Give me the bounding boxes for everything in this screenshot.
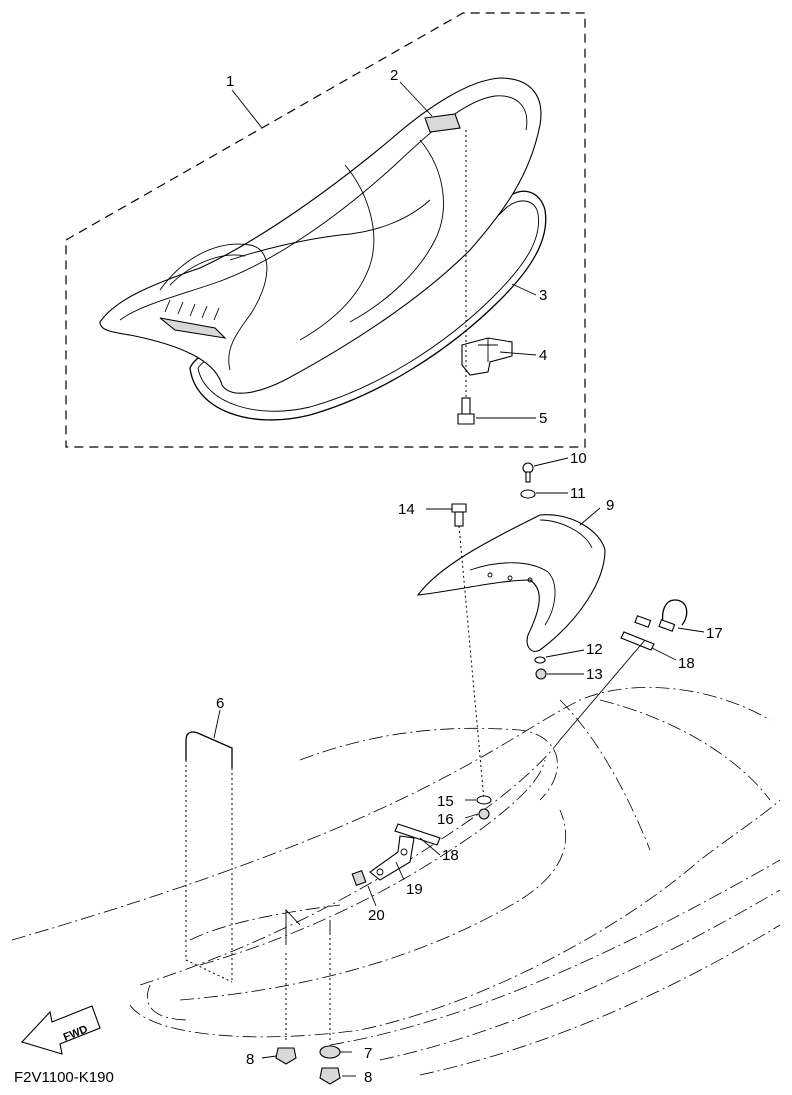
callout-16: 16 xyxy=(437,811,454,828)
part-15-washer xyxy=(476,795,492,805)
callout-8-right: 8 xyxy=(364,1069,372,1086)
callout-18-upper: 18 xyxy=(678,655,695,672)
part-20-bolt xyxy=(351,869,367,887)
callout-6: 6 xyxy=(216,695,224,712)
part-2-emblem xyxy=(424,113,461,133)
part-7-grommet xyxy=(319,1045,341,1059)
assembly-boundary xyxy=(65,12,586,448)
callout-20: 20 xyxy=(368,907,385,924)
callout-13: 13 xyxy=(586,666,603,683)
seat-cushion xyxy=(99,77,542,394)
part-16-nut xyxy=(478,808,490,820)
callout-11: 11 xyxy=(570,485,586,502)
callout-17: 17 xyxy=(706,625,723,642)
part-5-bolt xyxy=(457,397,475,425)
callout-5: 5 xyxy=(539,410,547,427)
drawing-code: F2V1100-K190 xyxy=(14,1069,114,1086)
callout-15: 15 xyxy=(437,793,454,810)
part-14-bolt xyxy=(451,503,467,527)
leader-lines xyxy=(213,81,705,1077)
part-9-bracket xyxy=(416,514,606,652)
part-8-nut-right xyxy=(319,1067,341,1085)
part-11-washer xyxy=(520,489,536,499)
callout-1: 1 xyxy=(226,73,234,90)
callout-3: 3 xyxy=(539,287,547,304)
callout-7: 7 xyxy=(364,1045,372,1062)
part-17-u-bolt xyxy=(634,599,688,632)
part-18-plate-upper xyxy=(620,631,655,651)
fwd-arrow: FWD xyxy=(20,1005,101,1055)
callout-8-left: 8 xyxy=(246,1051,254,1068)
callout-19: 19 xyxy=(406,881,423,898)
part-13-nut xyxy=(535,668,547,680)
callout-9: 9 xyxy=(606,497,614,514)
callout-14: 14 xyxy=(398,501,415,518)
callout-4: 4 xyxy=(539,347,547,364)
callout-18-lower: 18 xyxy=(442,847,459,864)
part-10-screw xyxy=(522,462,534,483)
part-4-lock-hook xyxy=(461,337,513,376)
part-8-nut-left xyxy=(275,1047,297,1065)
callout-2: 2 xyxy=(390,67,398,84)
part-19-bracket xyxy=(369,835,415,881)
part-12-washer xyxy=(534,656,546,664)
hull-deck-outline xyxy=(11,687,781,1076)
part-6-handle xyxy=(185,731,233,768)
part-18-plate-lower xyxy=(394,823,441,846)
callout-12: 12 xyxy=(586,641,603,658)
callout-10: 10 xyxy=(570,450,587,467)
callout-labels: 1 2 3 4 5 6 7 8 8 9 10 11 12 13 14 15 16… xyxy=(216,67,723,1086)
